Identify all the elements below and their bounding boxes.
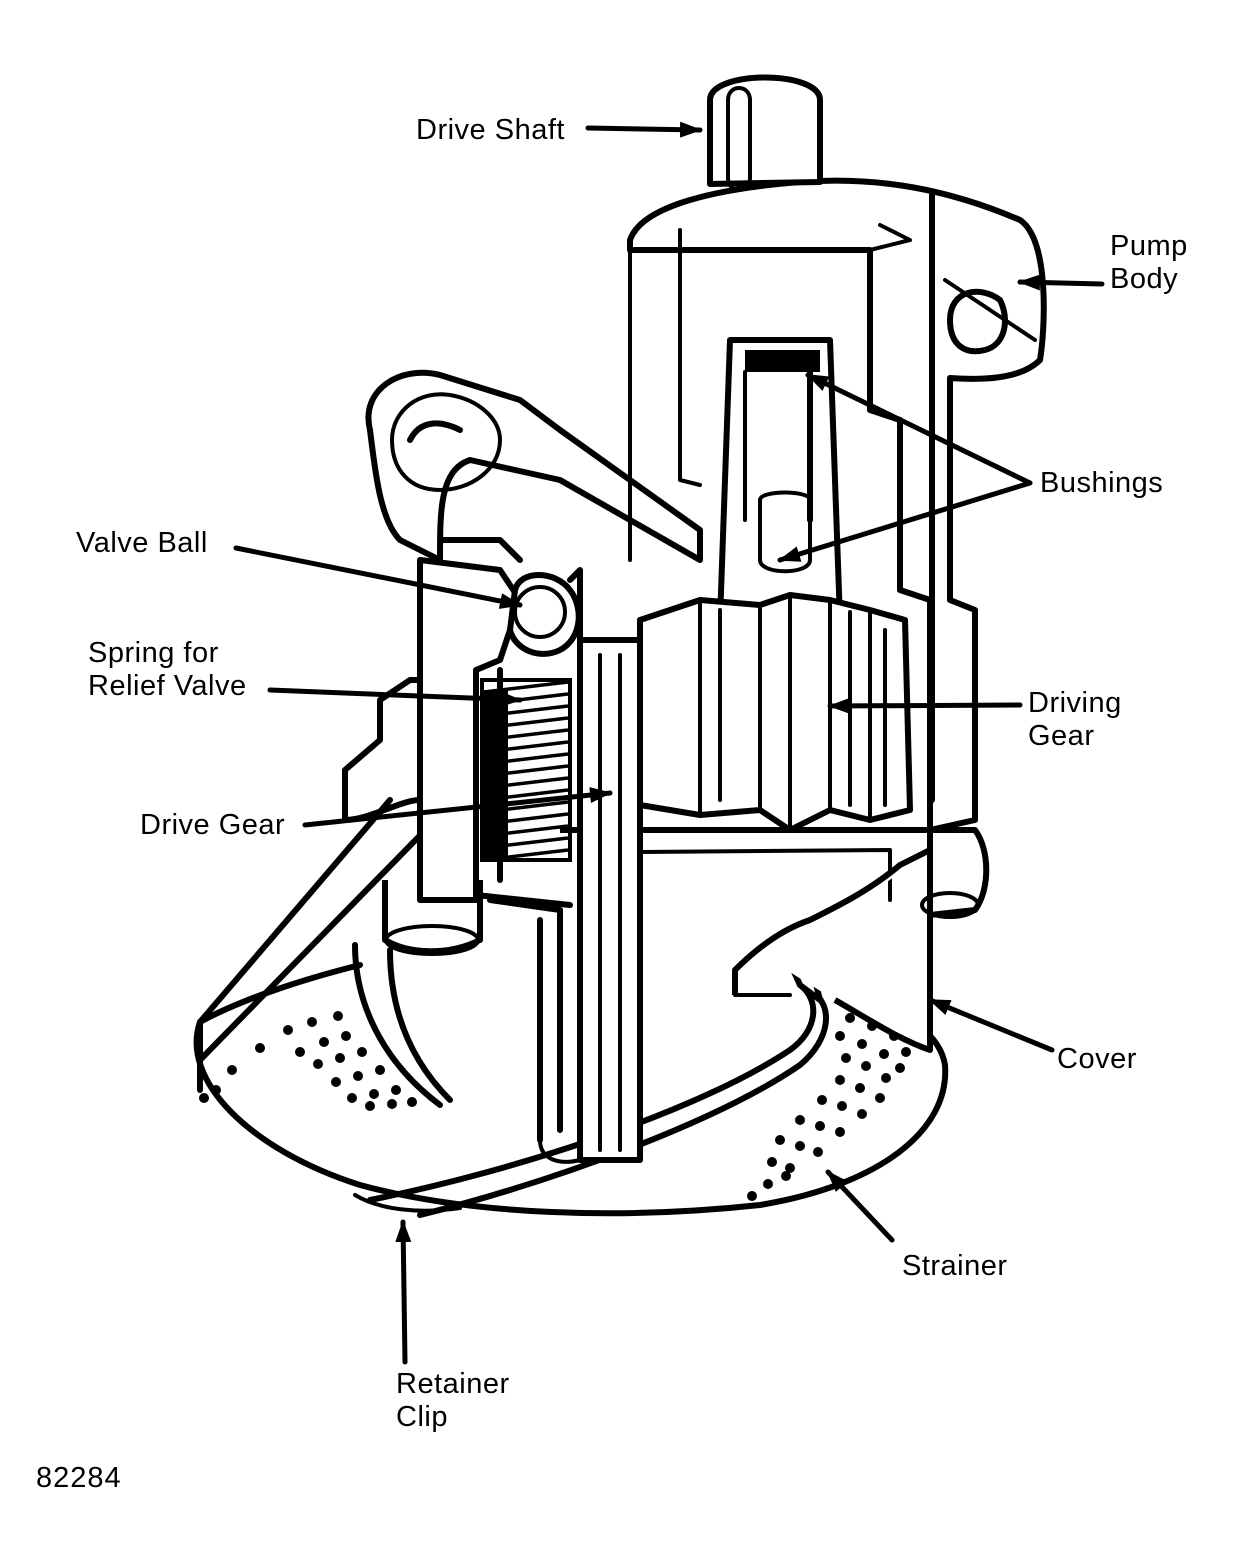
outlet-tube (365, 369, 703, 563)
label-strainer: Strainer (902, 1250, 1008, 1282)
valve-housing (417, 537, 583, 903)
label-drive-gear: Drive Gear (140, 809, 286, 841)
label-valve-ball: Valve Ball (76, 527, 208, 559)
pump-body (627, 177, 1047, 833)
relief-valve-spring (473, 667, 573, 908)
cover (352, 827, 990, 1152)
strainer (193, 962, 949, 1217)
label-driving-gear: Driving Gear (1028, 687, 1122, 752)
strainer-holes-left (199, 1011, 417, 1111)
drive-gear-section (487, 637, 643, 1164)
label-retainer-clip: Retainer Clip (396, 1368, 510, 1433)
label-cover: Cover (1057, 1043, 1137, 1075)
label-bushings: Bushings (1040, 467, 1164, 499)
label-pump-body: Pump Body (1110, 230, 1188, 295)
label-drive-shaft: Drive Shaft (416, 114, 565, 146)
leader-lines (233, 121, 1105, 1365)
label-spring-relief-valve: Spring for Relief Valve (88, 637, 247, 702)
driving-gear (637, 592, 913, 833)
drive-shaft (707, 74, 823, 192)
figure-number: 82284 (36, 1462, 122, 1494)
